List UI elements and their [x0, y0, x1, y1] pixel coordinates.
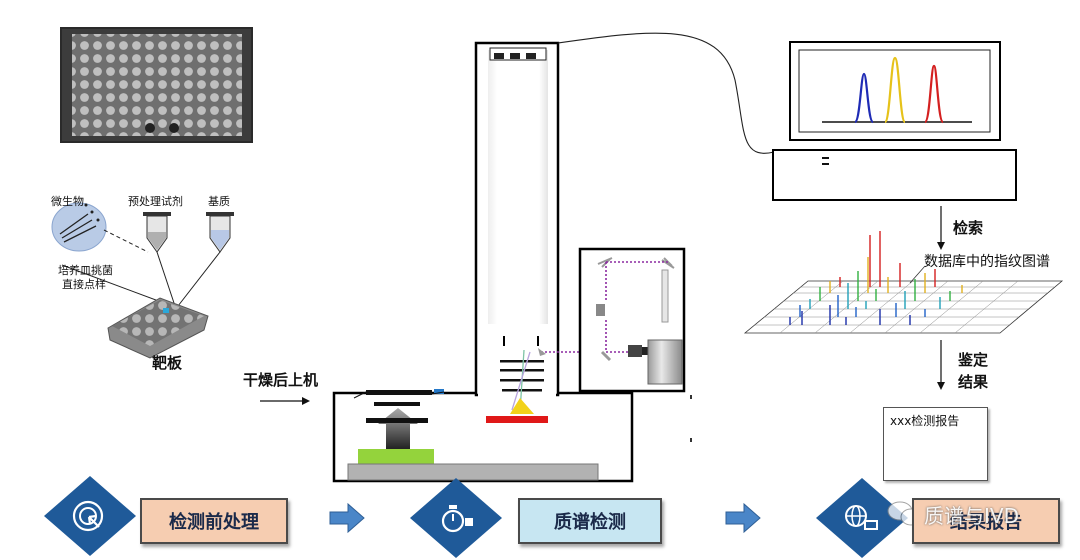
step-1-diamond: [44, 476, 136, 556]
fingerprint-spectra-grid: [743, 231, 1064, 334]
step-pretreat-button[interactable]: 检测前处理: [140, 498, 288, 544]
mass-spectrometer: [332, 41, 692, 483]
step-2-diamond: [410, 478, 502, 558]
detector-box: [578, 247, 686, 393]
direct-spot-label: 直接点样: [62, 278, 106, 291]
report-document: xxx检测报告: [883, 407, 988, 481]
matrix-label: 基质: [208, 195, 230, 208]
target-plate-label: 靶板: [152, 354, 183, 372]
microbe-label: 微生物: [51, 195, 84, 208]
dry-load-label: 干燥后上机: [243, 371, 319, 389]
microbe-circle: [51, 202, 107, 252]
search-label: 检索: [953, 219, 984, 237]
matrix-tube: [206, 212, 234, 253]
arrow-step-1-2: [329, 502, 365, 534]
step-3-diamond: [816, 478, 908, 558]
target-plate-photo: [60, 27, 253, 143]
pretreat-tube: [143, 212, 171, 253]
small-target-plate: [107, 297, 209, 359]
computer: [772, 41, 1017, 201]
step-ms-detect-button[interactable]: 质谱检测: [518, 498, 662, 544]
identify-label: 鉴定: [958, 351, 989, 369]
fingerprint-db-label: 数据库中的指纹图谱: [924, 254, 1050, 270]
pretreat-reagent-label: 预处理试剂: [128, 195, 183, 208]
step-report-label: 结果报告: [950, 512, 1022, 533]
report-title: xxx检测报告: [890, 414, 960, 428]
culture-pick-label: 培养皿挑菌: [58, 264, 113, 277]
result-label: 结果: [958, 373, 989, 391]
arrow-step-2-3: [725, 502, 761, 534]
step-pretreat-label: 检测前处理: [169, 512, 259, 533]
step-ms-detect-label: 质谱检测: [554, 512, 626, 533]
step-report-button[interactable]: 结果报告: [912, 498, 1060, 544]
watermark-text: 质谱与IVD: [924, 504, 1019, 528]
